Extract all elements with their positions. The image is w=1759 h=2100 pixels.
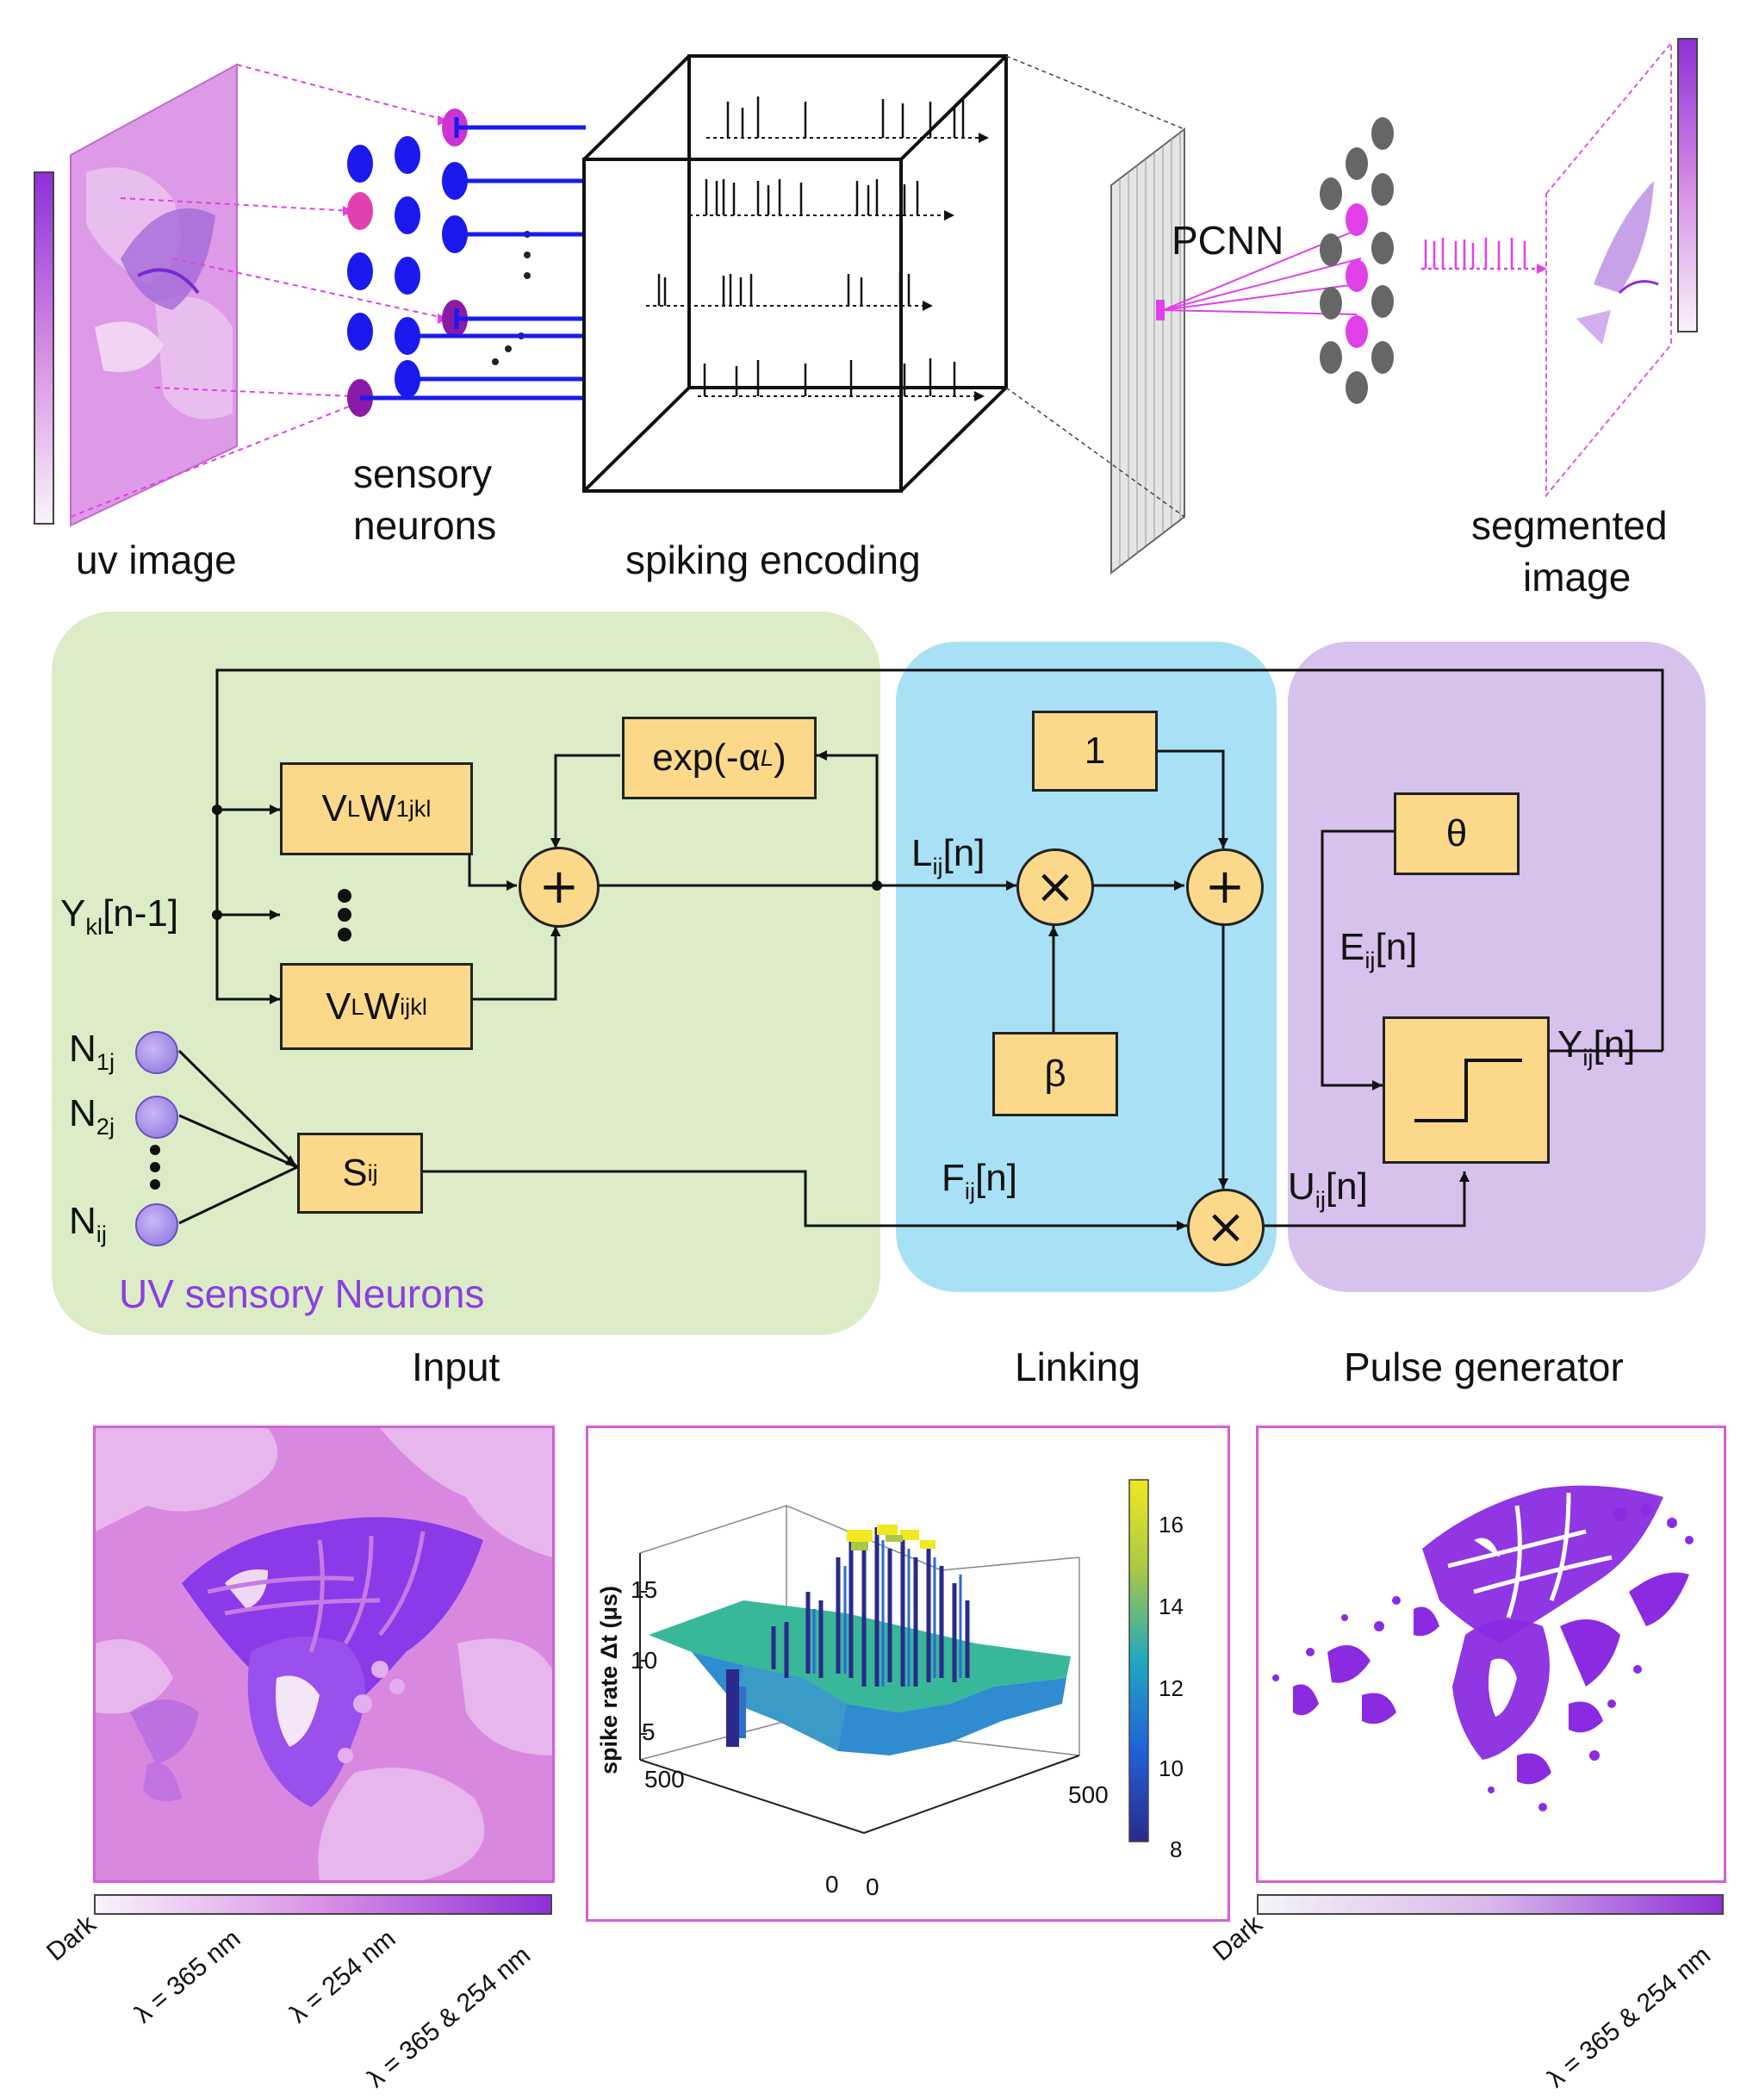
uv-colorbar bbox=[34, 171, 54, 525]
cbar-tick-16: 16 bbox=[1159, 1512, 1184, 1538]
butterfly-segmented-image bbox=[1272, 1485, 1694, 1811]
block-diagram-wires bbox=[150, 668, 1664, 1231]
uij-label: Uij[n] bbox=[1288, 1165, 1368, 1213]
beta-block: β bbox=[992, 1032, 1118, 1116]
constant-one-block: 1 bbox=[1032, 711, 1158, 792]
multiplier-internal: × bbox=[1187, 1189, 1265, 1266]
cbar-tick-14: 14 bbox=[1159, 1594, 1184, 1619]
step-icon bbox=[1414, 1058, 1522, 1122]
x-tick-0: 0 bbox=[866, 1873, 880, 1900]
n2-label: N2j bbox=[69, 1092, 115, 1140]
top-illustration bbox=[34, 38, 1698, 575]
input-title: Input bbox=[412, 1345, 500, 1389]
fij-label: Fij[n] bbox=[942, 1157, 1017, 1204]
lij-label: Lij[n] bbox=[911, 832, 985, 879]
pcnn-label: PCNN bbox=[1172, 218, 1284, 263]
y-tick-0: 0 bbox=[825, 1871, 839, 1898]
linking-title: Linking bbox=[1015, 1345, 1141, 1389]
segmented-image-panel bbox=[1256, 1426, 1726, 1883]
uv-image-label: uv image bbox=[76, 537, 237, 582]
colorbar-left-label-254: λ = 254 nm bbox=[284, 1924, 401, 2029]
nij-label: Nij bbox=[69, 1200, 107, 1247]
spiking-encoding-label: spiking encoding bbox=[625, 537, 921, 582]
butterfly-uv-image bbox=[96, 1428, 552, 1880]
z-tick-10: 10 bbox=[631, 1647, 658, 1674]
colorbar-left-label-both: λ = 365 & 254 nm bbox=[362, 1941, 536, 2094]
z-tick-5: 5 bbox=[642, 1718, 656, 1745]
uv-sensory-neurons-title: UV sensory Neurons bbox=[119, 1271, 485, 1316]
pulse-panel bbox=[1288, 642, 1706, 1292]
uv-image bbox=[70, 63, 238, 527]
y-tick-500: 500 bbox=[644, 1766, 685, 1792]
z-tick-15: 15 bbox=[631, 1576, 658, 1603]
step-function-block bbox=[1383, 1016, 1550, 1164]
feature-map-plane bbox=[1110, 127, 1185, 575]
theta-block: θ bbox=[1394, 792, 1520, 875]
segmented-image bbox=[1545, 40, 1672, 498]
cbar-tick-12: 12 bbox=[1159, 1675, 1184, 1701]
uv-neuron-nij bbox=[135, 1203, 178, 1246]
pcnn-neuron-grid bbox=[1320, 117, 1394, 404]
adder-2: + bbox=[1186, 848, 1264, 926]
uv-image-panel bbox=[93, 1426, 555, 1883]
segmented-colorbar bbox=[1677, 38, 1698, 332]
yij-label: Yij[n] bbox=[1557, 1023, 1636, 1071]
spike-rate-3d-plot bbox=[639, 1479, 1149, 1842]
spike-rate-3d-panel bbox=[586, 1426, 1230, 1922]
eij-label: Eij[n] bbox=[1339, 926, 1418, 973]
multiplier-linking: × bbox=[1016, 848, 1094, 926]
uv-neuron-n1 bbox=[135, 1031, 178, 1074]
uv-neuron-n2 bbox=[135, 1096, 178, 1139]
sensory-neurons-label-1: sensory bbox=[353, 451, 493, 496]
cbar-tick-10: 10 bbox=[1159, 1755, 1184, 1781]
pulse-generator-title: Pulse generator bbox=[1344, 1345, 1624, 1389]
segmented-label-2: image bbox=[1523, 555, 1632, 600]
ykl-label: Ykl[n-1] bbox=[60, 892, 179, 940]
z-axis-label: spike rate Δt (μs) bbox=[596, 1586, 622, 1774]
x-tick-500: 500 bbox=[1068, 1781, 1109, 1808]
sensory-neurons-label-2: neurons bbox=[353, 503, 497, 548]
segmented-horizontal-colorbar bbox=[1257, 1894, 1724, 1915]
colorbar-left-label-365: λ = 365 nm bbox=[129, 1924, 246, 2029]
adder-1: + bbox=[519, 847, 600, 928]
cbar-tick-8: 8 bbox=[1170, 1836, 1183, 1862]
sensory-neuron-grid bbox=[347, 109, 531, 417]
n1-label: N1j bbox=[69, 1028, 115, 1075]
colorbar-right-label-both: λ = 365 & 254 nm bbox=[1542, 1941, 1716, 2094]
segmented-label-1: segmented bbox=[1471, 503, 1668, 548]
uv-horizontal-colorbar bbox=[94, 1894, 552, 1915]
